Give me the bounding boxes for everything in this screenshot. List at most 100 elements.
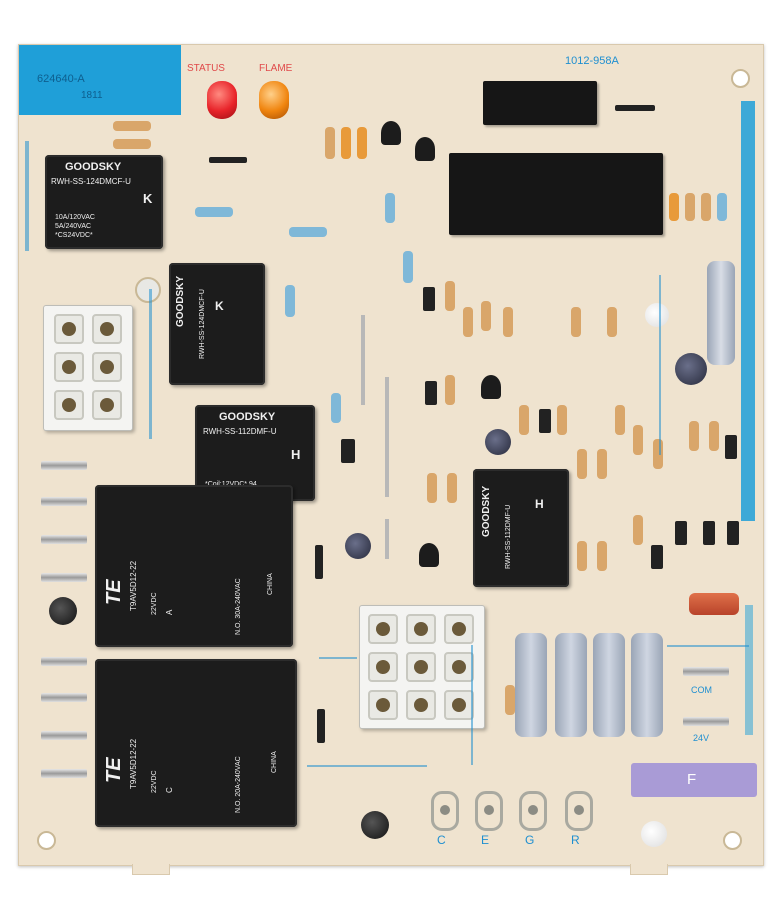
te-relay-1-mark: A [165, 609, 174, 615]
socket [54, 352, 84, 382]
fuse-label: F [687, 771, 697, 788]
spade-terminal[interactable] [41, 769, 87, 778]
socket [54, 314, 84, 344]
terminal-label-g: G [525, 833, 535, 847]
diode [675, 521, 687, 545]
mounting-hole-bottom-left [37, 831, 56, 850]
resistor [447, 473, 457, 503]
te-relay-2: TE T9AV5D12-22 22VDC C N.O. 20A-240VAC C… [95, 659, 297, 827]
diode [423, 287, 435, 311]
spade-terminal[interactable] [41, 693, 87, 702]
resistor [717, 193, 727, 221]
te-relay-1-coil: 22VDC [151, 592, 158, 615]
resistor [669, 193, 679, 221]
socket [444, 690, 474, 720]
nine-pin-connector[interactable] [359, 605, 485, 729]
com-label: COM [691, 685, 712, 695]
diode [651, 545, 663, 569]
socket [368, 652, 398, 682]
spade-terminal-com[interactable] [683, 667, 729, 676]
resistor [481, 301, 491, 331]
microcontroller-chip [449, 153, 663, 235]
spade-terminal[interactable] [41, 535, 87, 544]
relay-4-code: H [535, 497, 544, 511]
te-relay-2-origin: CHINA [271, 751, 278, 773]
resistor [701, 193, 711, 221]
jumper-wire [385, 377, 389, 497]
diode [725, 435, 737, 459]
spade-terminal[interactable] [41, 497, 87, 506]
resistor [285, 285, 295, 317]
relay-1-code: K [143, 191, 153, 206]
resistor [633, 425, 643, 455]
transistor [481, 375, 501, 399]
resistor [571, 307, 581, 337]
relay-1-model: RWH-SS-124DMCF-U [51, 177, 131, 186]
spade-terminal[interactable] [41, 461, 87, 470]
part-number-label: 624640-A [37, 73, 85, 85]
relay-3-model: RWH-SS-112DMF-U [203, 427, 277, 436]
relay-3-brand: GOODSKY [219, 411, 276, 423]
spade-terminal[interactable] [41, 731, 87, 740]
terminal-pad-r[interactable] [565, 791, 593, 831]
terminal-pad-e[interactable] [475, 791, 503, 831]
resistor [577, 541, 587, 571]
resistor [403, 251, 413, 283]
terminal-label-c: C [437, 833, 446, 847]
terminal-pad-c[interactable] [431, 791, 459, 831]
resistor [445, 281, 455, 311]
v24-label: 24V [693, 733, 710, 743]
resistor [445, 375, 455, 405]
trace [319, 657, 357, 659]
board-tab [132, 864, 170, 875]
relay-2-code: K [215, 299, 224, 313]
te-relay-2-model: T9AV5D12-22 [129, 738, 138, 789]
resistor [615, 405, 625, 435]
terminal-pad-g[interactable] [519, 791, 547, 831]
diode [703, 521, 715, 545]
relay-1-spec: 10A/120VAC 5A/240VAC *CS24VDC* [55, 214, 95, 239]
resistor [113, 139, 151, 149]
transistor [381, 121, 401, 145]
socket [92, 314, 122, 344]
spade-terminal[interactable] [41, 573, 87, 582]
spade-terminal[interactable] [41, 657, 87, 666]
status-led-label: STATUS [187, 63, 225, 74]
diode [315, 545, 323, 579]
power-resistor [631, 633, 663, 737]
relay-3-spec: *Coil:12VDC* 94 [205, 481, 257, 488]
resistor [113, 121, 151, 131]
white-capacitor [645, 303, 669, 327]
spade-terminal-24v[interactable] [683, 717, 729, 726]
date-code-label: 1811 [81, 90, 103, 101]
te-relay-1-model: T9AV5D12-22 [129, 560, 138, 611]
ic-chip-top [483, 81, 597, 125]
relay-1: GOODSKY RWH-SS-124DMCF-U K 10A/120VAC 5A… [45, 155, 163, 249]
mounting-hole-bottom-right [723, 831, 742, 850]
relay-2-brand: GOODSKY [175, 275, 186, 327]
resistor [597, 449, 607, 479]
resistor [597, 541, 607, 571]
resistor [325, 127, 335, 159]
white-capacitor [641, 821, 667, 847]
push-button[interactable] [361, 811, 389, 839]
diode [615, 105, 655, 111]
resistor [709, 421, 719, 451]
power-resistor [555, 633, 587, 737]
socket [444, 614, 474, 644]
power-resistor-vertical [707, 261, 735, 365]
fuse[interactable]: F [631, 763, 757, 797]
electrolytic-capacitor [675, 353, 707, 385]
relay-4-model: RWH-SS-112DMF-U [505, 504, 512, 569]
push-button[interactable] [49, 597, 77, 625]
mounting-hole-top-right [731, 69, 750, 88]
diode [209, 157, 247, 163]
six-pin-connector[interactable] [43, 305, 133, 431]
resistor [607, 307, 617, 337]
te-relay-1-origin: CHINA [267, 573, 274, 595]
resistor [685, 193, 695, 221]
left-edge-marking [25, 141, 29, 251]
te-relay-2-mark: C [165, 787, 174, 793]
diode [539, 409, 551, 433]
board-tab [630, 864, 668, 875]
